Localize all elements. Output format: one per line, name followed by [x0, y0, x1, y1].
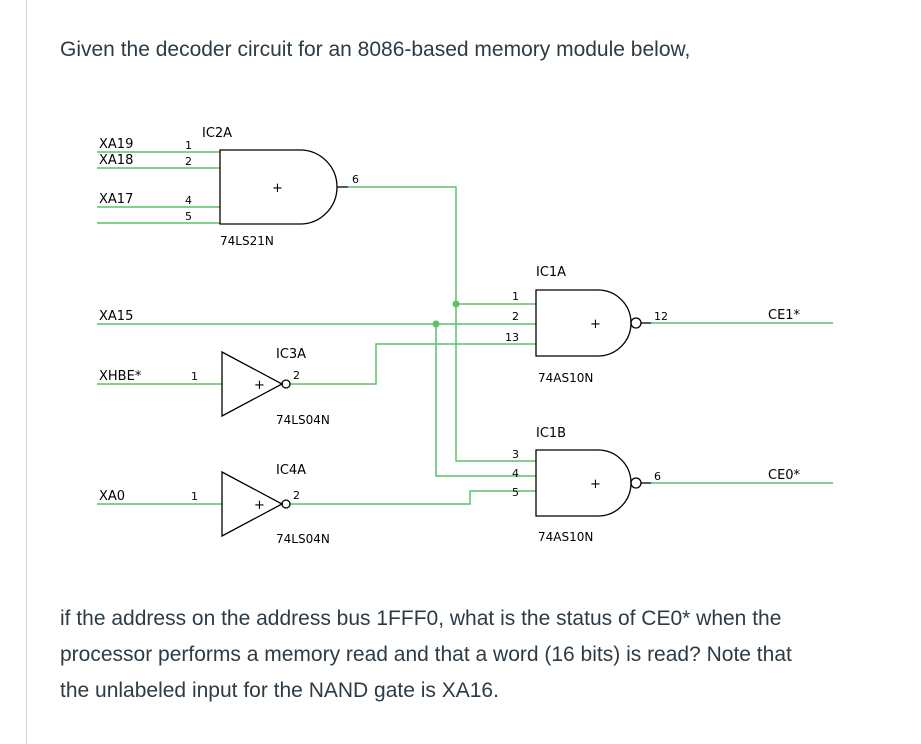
- question-intro: Given the decoder circuit for an 8086-ba…: [60, 38, 691, 61]
- ic3a-inverter: 1 2 + IC3A 74LS04N: [191, 347, 330, 427]
- label-ce0: CE0*: [768, 468, 801, 483]
- svg-text:+: +: [590, 477, 601, 492]
- question-line-1: if the address on the address bus 1FFF0,…: [60, 607, 782, 630]
- svg-text:13: 13: [505, 331, 519, 344]
- ic4a-part: 74LS04N: [276, 532, 330, 546]
- svg-text:2: 2: [185, 155, 192, 168]
- label-xa0: XA0: [99, 489, 125, 504]
- junction-xa15: [432, 320, 440, 328]
- ic3a-name: IC3A: [276, 347, 306, 362]
- svg-text:+: +: [254, 378, 265, 393]
- svg-text:2: 2: [512, 310, 519, 323]
- content-frame: [26, 0, 921, 744]
- svg-text:+: +: [272, 181, 283, 196]
- label-xa19: XA19: [99, 137, 133, 152]
- svg-text:+: +: [254, 498, 265, 513]
- question-line-3: the unlabeled input for the NAND gate is…: [60, 679, 499, 702]
- ic1b-nand-gate: 3 4 5 6 + IC1B 74AS10N: [512, 426, 661, 544]
- label-xhbe: XHBE*: [99, 369, 142, 384]
- svg-text:6: 6: [654, 470, 661, 483]
- wires: [97, 151, 833, 505]
- ic2a-part: 74LS21N: [220, 234, 274, 248]
- svg-text:3: 3: [512, 448, 519, 461]
- svg-text:+: +: [590, 317, 601, 332]
- svg-text:12: 12: [654, 310, 668, 323]
- ic2a-name: IC2A: [202, 126, 232, 141]
- wire-ic3a-out: [290, 343, 536, 385]
- ic1a-part: 74AS10N: [538, 371, 593, 385]
- ic2a-and-gate: 1 2 4 5 6 + IC2A 74LS21N: [185, 126, 359, 248]
- svg-text:5: 5: [185, 210, 192, 223]
- ic1a-nand-gate: 1 2 13 12 + IC1A 74AS10N: [505, 265, 668, 385]
- question-body: if the address on the address bus 1FFF0,…: [60, 601, 890, 709]
- svg-text:4: 4: [185, 194, 192, 207]
- ic1a-name: IC1A: [536, 265, 566, 280]
- ic1b-name: IC1B: [536, 426, 566, 441]
- ic4a-inverter: 1 2 + IC4A 74LS04N: [191, 463, 330, 546]
- svg-text:6: 6: [352, 173, 359, 186]
- label-xa15: XA15: [99, 309, 133, 324]
- svg-text:1: 1: [185, 139, 192, 152]
- svg-text:1: 1: [512, 290, 519, 303]
- svg-text:4: 4: [512, 467, 519, 480]
- wire-ic4a-out: [290, 490, 536, 505]
- label-xa18: XA18: [99, 153, 133, 168]
- junction-ic2a: [452, 300, 460, 308]
- svg-text:1: 1: [191, 370, 198, 383]
- ic3a-part: 74LS04N: [276, 413, 330, 427]
- svg-text:2: 2: [293, 489, 300, 502]
- ic4a-name: IC4A: [276, 463, 306, 478]
- ic1b-part: 74AS10N: [538, 530, 593, 544]
- svg-text:2: 2: [293, 369, 300, 382]
- svg-text:1: 1: [191, 490, 198, 503]
- label-xa17: XA17: [99, 192, 133, 207]
- wire-xa15-to-ic1b: [435, 324, 536, 477]
- signal-labels: XA19 XA18 XA17 XA15 XHBE* XA0 CE1* CE0*: [99, 137, 801, 504]
- svg-text:5: 5: [512, 486, 519, 499]
- label-ce1: CE1*: [768, 308, 801, 323]
- question-line-2: processor performs a memory read and tha…: [60, 643, 792, 666]
